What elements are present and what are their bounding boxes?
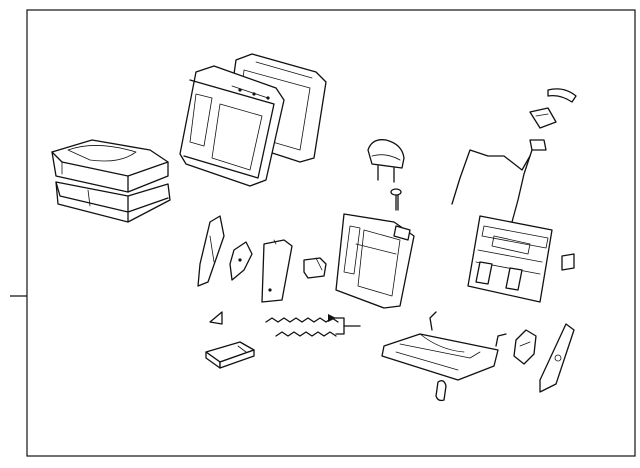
recliner-covers <box>513 323 575 393</box>
headrest <box>367 139 405 183</box>
seat-track-frame <box>381 311 507 381</box>
seat-cushion-assembly <box>51 139 171 223</box>
track-foot <box>435 380 447 402</box>
side-clip <box>561 253 575 271</box>
lumbar-support-wires <box>265 314 361 337</box>
latch-handle <box>205 341 255 369</box>
seat-back-assembly <box>179 53 327 187</box>
side-trim-panels <box>197 215 293 303</box>
headrest-guide <box>390 188 402 211</box>
wiring-harness <box>451 88 577 223</box>
small-bracket <box>303 257 327 279</box>
small-clip <box>209 311 223 325</box>
diagram-frame <box>26 9 636 457</box>
seat-back-panel <box>467 215 553 303</box>
seat-back-frame <box>335 213 415 309</box>
